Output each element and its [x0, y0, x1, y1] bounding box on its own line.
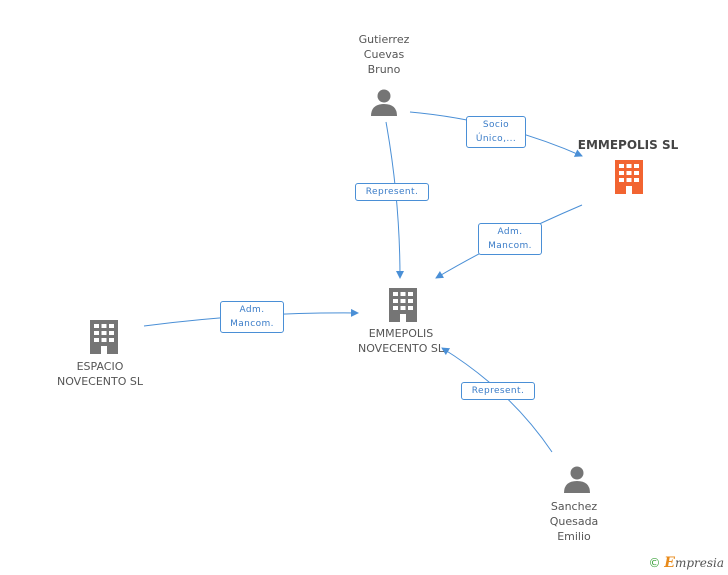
edge-label-represent[interactable]: Represent.: [355, 183, 429, 201]
person-icon[interactable]: [564, 466, 590, 494]
brand-logo-letter: E: [664, 555, 675, 571]
node-label-emmepolis-novecento[interactable]: EMMEPOLIS NOVECENTO SL: [357, 327, 444, 355]
copyright-symbol: ©: [648, 556, 661, 570]
edge-sanchez-to-emmepolis-novecento: [441, 347, 553, 453]
edge-label-adm-mancom[interactable]: Adm. Mancom.: [478, 223, 542, 255]
person-icon[interactable]: [371, 89, 397, 117]
brand-watermark: © Empresia: [648, 555, 724, 571]
brand-logo-text: mpresia: [674, 556, 724, 570]
building-icon[interactable]: [389, 288, 417, 322]
building-icon[interactable]: [90, 320, 118, 354]
node-label-gutierrez[interactable]: Gutierrez Cuevas Bruno: [358, 33, 410, 76]
node-label-sanchez[interactable]: Sanchez Quesada Emilio: [549, 500, 599, 543]
edge-label-adm-mancom[interactable]: Adm. Mancom.: [220, 301, 284, 333]
building-icon[interactable]: [615, 160, 643, 194]
edge-label-socio-unico[interactable]: Socio Único,...: [466, 116, 526, 148]
node-label-emmepolis-sl[interactable]: EMMEPOLIS SL: [577, 138, 679, 152]
node-label-espacio-novecento[interactable]: ESPACIO NOVECENTO SL: [56, 360, 143, 388]
edge-label-represent[interactable]: Represent.: [461, 382, 535, 400]
